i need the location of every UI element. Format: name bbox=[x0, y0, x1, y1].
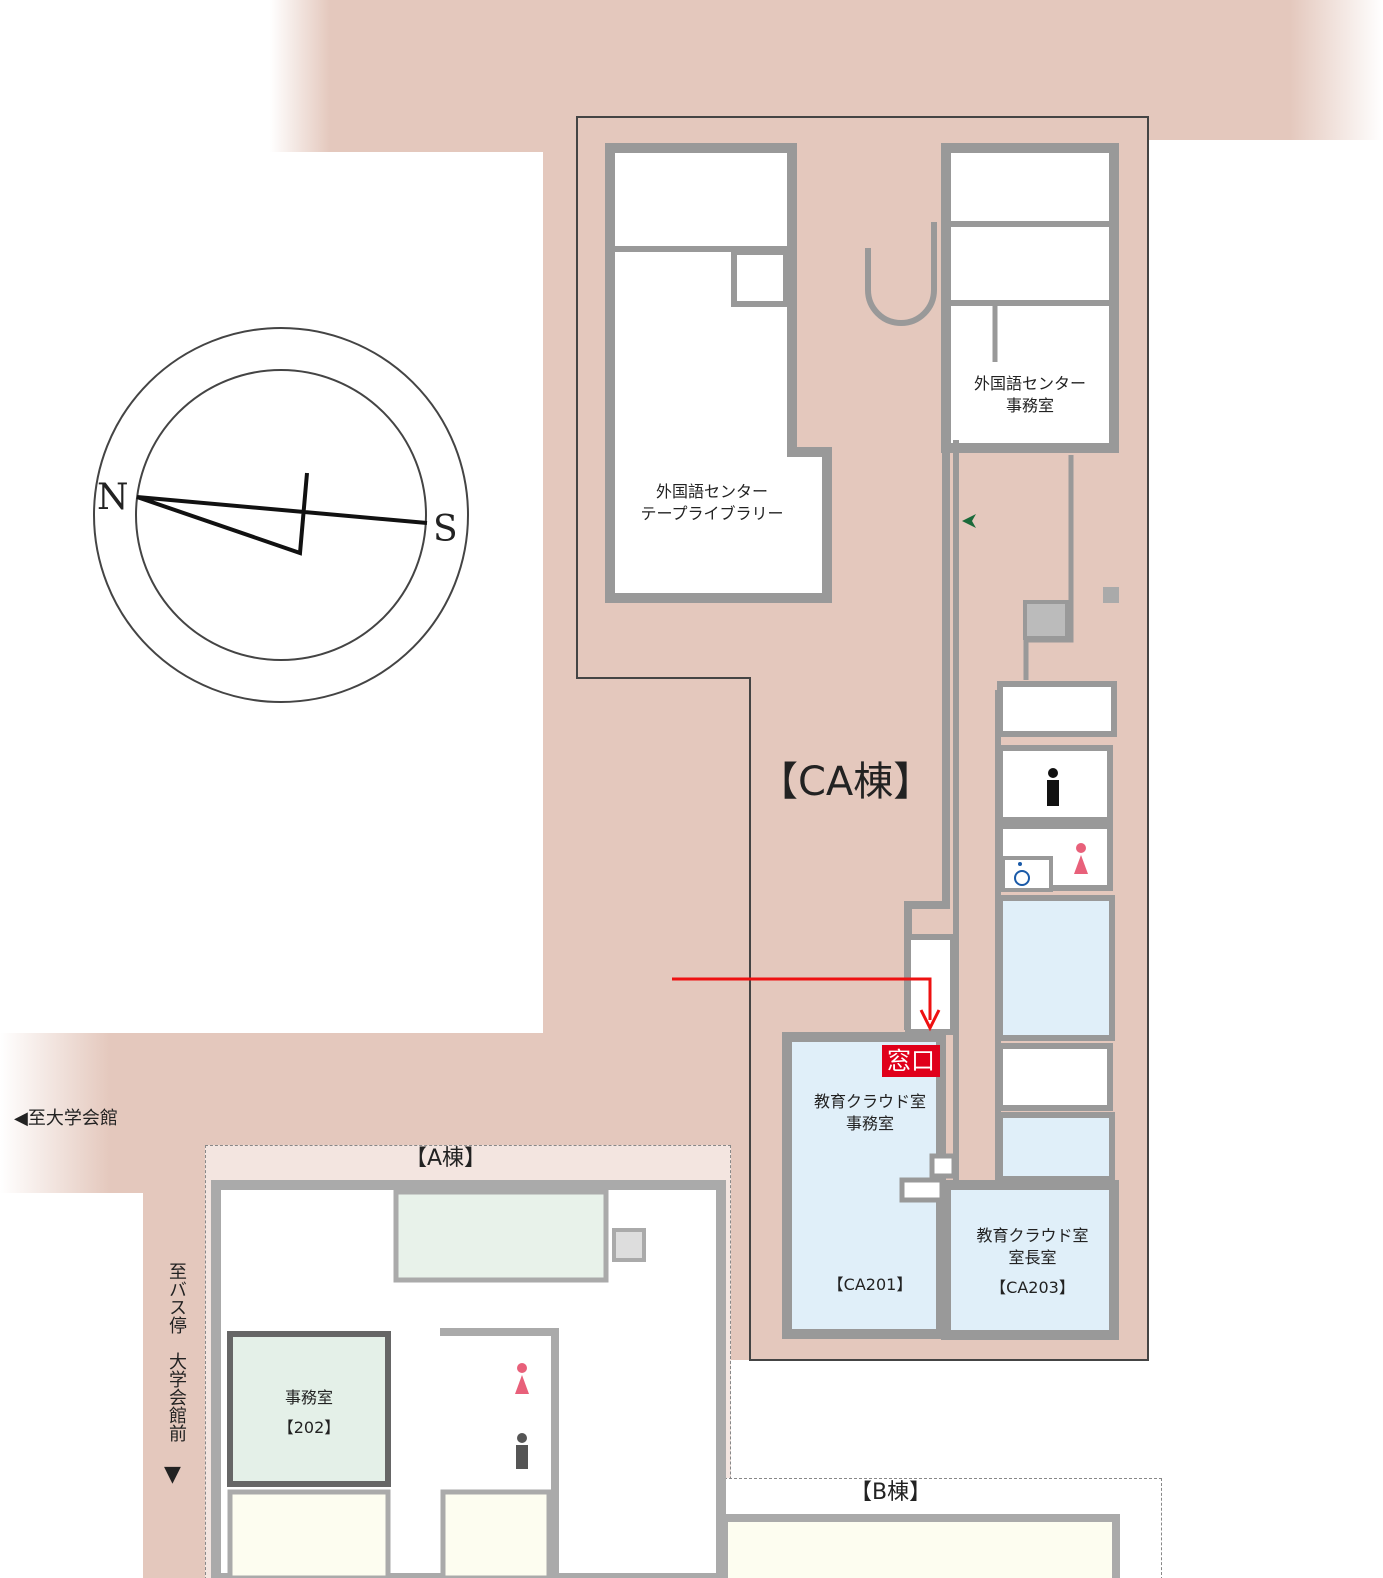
female-toilet-icon bbox=[515, 1363, 529, 1394]
arrow-left-icon: ◀ bbox=[14, 1108, 28, 1129]
ground bbox=[0, 0, 330, 152]
ground bbox=[0, 1033, 110, 1193]
room-a-office-name[interactable]: 事務室 bbox=[284, 1388, 333, 1407]
compass-area bbox=[0, 152, 543, 1033]
compass-south-label: S bbox=[433, 509, 458, 550]
stair-u bbox=[865, 222, 937, 326]
room-library[interactable]: 外国語センター テープライブラリー bbox=[640, 482, 784, 523]
b-building bbox=[720, 1514, 1120, 1578]
b-building-label: 【B棟】 bbox=[850, 1480, 932, 1505]
arrow-down-icon: ▼ bbox=[164, 1462, 181, 1487]
window-badge: 窓口 bbox=[882, 1045, 940, 1077]
library-building bbox=[605, 143, 832, 603]
room-ca203-code: 【CA203】 bbox=[990, 1278, 1075, 1297]
room-a-office-code: 【202】 bbox=[277, 1418, 341, 1437]
direction-to-hall: ◀至大学会館 bbox=[14, 1104, 118, 1130]
ground bbox=[1148, 140, 1383, 1578]
route-arrow bbox=[672, 977, 941, 1032]
ground bbox=[0, 1193, 143, 1578]
a-building-label: 【A棟】 bbox=[405, 1146, 487, 1171]
female-toilet-icon bbox=[1074, 843, 1088, 874]
room-ca203-name[interactable]: 教育クラウド室 室長室 bbox=[976, 1226, 1089, 1267]
a-building bbox=[211, 1180, 726, 1578]
male-toilet-icon bbox=[1047, 768, 1059, 806]
direction-to-bus: 至バス停 大学会館前 bbox=[166, 1262, 187, 1442]
direction-to-hall-text: 至大学会館 bbox=[27, 1108, 118, 1129]
compass bbox=[93, 327, 469, 703]
room-foreign-language-office[interactable]: 外国語センター 事務室 bbox=[973, 374, 1086, 415]
ca-building-label: 【CA棟】 bbox=[758, 759, 934, 805]
ground bbox=[1290, 0, 1383, 140]
room-ca201-code: 【CA201】 bbox=[827, 1275, 913, 1294]
wheelchair-icon bbox=[1014, 862, 1030, 886]
ca-site-outline bbox=[576, 116, 1149, 1361]
entrance-arrow-icon bbox=[962, 514, 976, 528]
ca-building bbox=[782, 143, 1119, 1340]
compass-north-label: N bbox=[97, 477, 129, 518]
male-toilet-icon bbox=[516, 1433, 528, 1469]
room-ca201-name[interactable]: 教育クラウド室 事務室 bbox=[813, 1092, 926, 1133]
